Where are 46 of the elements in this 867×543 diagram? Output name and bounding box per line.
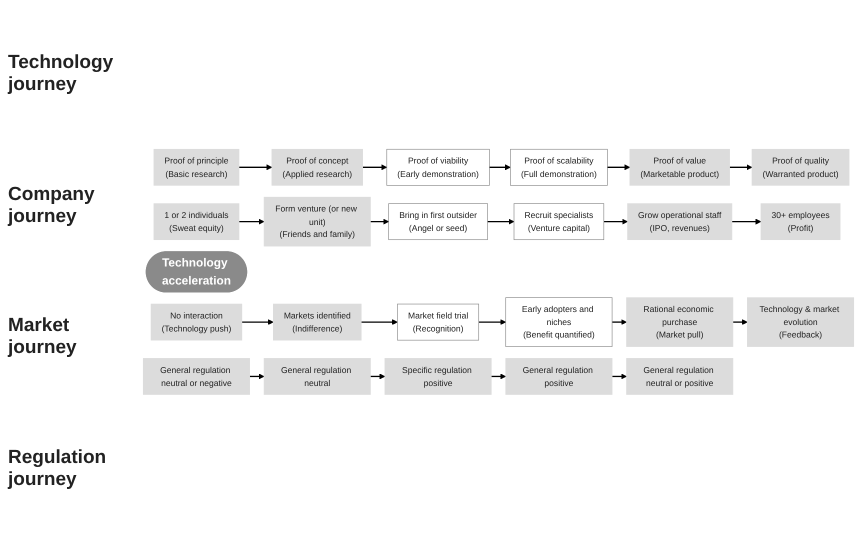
node-box: Market field trial (Recognition) (397, 303, 480, 340)
arrow (250, 373, 264, 379)
arrow (612, 373, 627, 379)
arrow (732, 318, 748, 325)
arrow (604, 218, 628, 224)
node-box: Grow operational staff (IPO, revenues) (627, 202, 732, 240)
arrow (370, 218, 389, 224)
node-box: General regulation positive (505, 358, 612, 394)
arrow (242, 318, 274, 325)
node-box: Proof of concept (Applied research) (272, 148, 363, 186)
node-box: Proof of viability (Early demonstration) (386, 148, 490, 186)
arrow (489, 164, 511, 170)
node-box: Rational economic purchase (Market pull) (626, 296, 734, 347)
node-box: 30+ employees (Profit) (760, 202, 840, 240)
arrow (730, 164, 752, 170)
node-box: Bring in first outsider (Angel or seed) (388, 202, 488, 240)
arrow (607, 164, 630, 170)
arrow (361, 318, 398, 325)
arrow (488, 218, 514, 224)
node-box: 1 or 2 individuals (Sweat equity) (154, 202, 240, 240)
node-box: Proof of scalability (Full demonstration) (510, 148, 608, 186)
arrow (239, 218, 264, 224)
arrow (370, 373, 386, 379)
arrow (612, 318, 627, 325)
row-heading: Company journey (8, 184, 96, 228)
row-heading: Regulation journey (8, 447, 108, 492)
node-box: Form venture (or new unit) (Friends and family) (264, 196, 371, 246)
arrow (239, 164, 272, 170)
node-box: General regulation neutral or negative (142, 358, 250, 394)
node-box: Proof of principle (Basic research) (154, 148, 240, 186)
node-box: No interaction (Technology push) (150, 303, 242, 340)
node-box: Early adopters and niches (Benefit quantified) (505, 296, 612, 347)
node-box: Specific regulation positive (384, 358, 492, 394)
arrow (478, 318, 506, 325)
arrow (732, 218, 762, 224)
row-heading: Technology journey (8, 52, 114, 96)
node-box: Proof of value (Marketable product) (630, 148, 730, 186)
arrow (362, 164, 388, 170)
node-box: General regulation neutral or positive (626, 358, 734, 394)
node-box: Markets identified (Indifference) (273, 303, 362, 340)
node-box: Technology & market evolution (Feedback) (747, 296, 854, 347)
row-heading: Market journey (8, 315, 78, 360)
arrow (491, 373, 506, 379)
node-box: General regulation neutral (264, 358, 371, 394)
node-box: Recruit specialists (Venture capital) (514, 202, 604, 240)
node-box: Proof of quality (Warranted product) (752, 148, 850, 186)
